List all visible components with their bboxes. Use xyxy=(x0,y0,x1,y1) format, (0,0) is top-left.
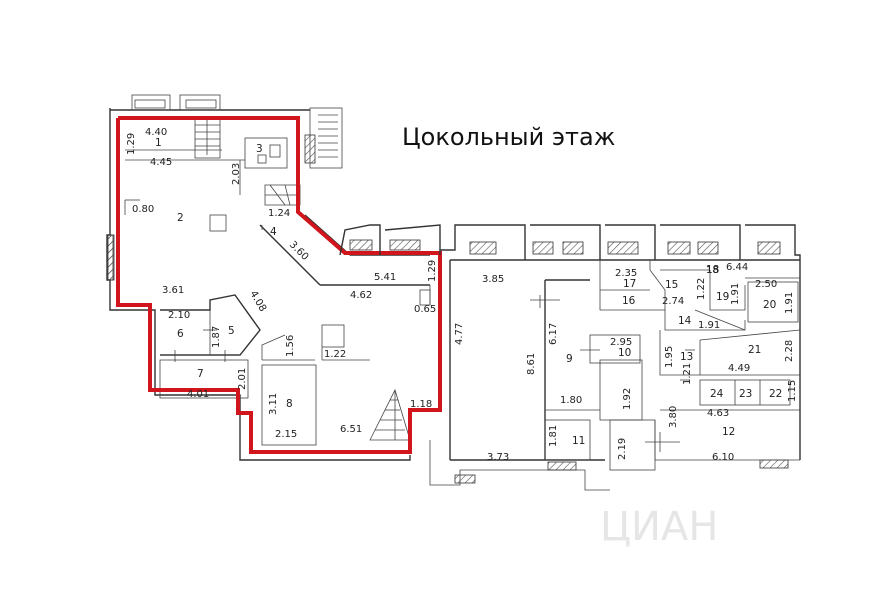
room-label: 2 xyxy=(177,212,184,224)
room-label: 24 xyxy=(710,388,724,400)
room-label: 20 xyxy=(763,299,776,311)
dimension-label: 3.73 xyxy=(487,452,509,463)
room-label: 19 xyxy=(716,291,729,303)
room-label: 13 xyxy=(680,351,693,363)
dimension-label: 1.81 xyxy=(548,425,559,447)
highlighted-unit-outline xyxy=(116,116,442,454)
dimension-label: 1.87 xyxy=(211,326,222,348)
dimension-labels: 4.40 1.29 4.45 2.03 0.80 1.24 3.60 5.41 … xyxy=(126,127,798,463)
dimension-label: 18 xyxy=(706,265,719,276)
room-label: 9 xyxy=(566,353,573,365)
dimension-label: 2.35 xyxy=(615,268,637,279)
dimension-label: 1.80 xyxy=(560,395,582,406)
dimension-label: 1.91 xyxy=(698,320,720,331)
dimension-label: 1.22 xyxy=(324,349,346,360)
dimension-label: 4.63 xyxy=(707,408,729,419)
dimension-label: 2.01 xyxy=(237,368,248,390)
dimension-label: 1.91 xyxy=(784,292,795,314)
dimension-label: 4.62 xyxy=(350,290,372,301)
dimension-label: 6.10 xyxy=(712,452,734,463)
dimension-label: 1.29 xyxy=(126,133,137,155)
dimension-label: 4.40 xyxy=(145,127,167,138)
right-block-walls xyxy=(107,224,801,491)
dimension-label: 6.44 xyxy=(726,262,748,273)
room-label: 10 xyxy=(618,347,631,359)
floor-title: Цокольный этаж xyxy=(402,123,615,151)
watermark: ЦИАН xyxy=(600,504,718,550)
dimension-label: 4.08 xyxy=(247,289,268,314)
dimension-label: 3.60 xyxy=(287,239,311,263)
room-label: 1 xyxy=(155,137,162,149)
dimension-label: 1.29 xyxy=(427,260,438,282)
room-label: 6 xyxy=(177,328,184,340)
dimension-label: 1.91 xyxy=(730,283,741,305)
dimension-label: 1.56 xyxy=(285,335,296,357)
dimension-label: 4.49 xyxy=(728,363,750,374)
dimension-label: 8.61 xyxy=(526,353,537,375)
dimension-label: 1.15 xyxy=(787,380,798,402)
dimension-label: 4.77 xyxy=(454,323,465,345)
dimension-label: 4.45 xyxy=(150,157,172,168)
dimension-label: 3.85 xyxy=(482,274,504,285)
room-label: 12 xyxy=(722,426,735,438)
room-label: 5 xyxy=(228,325,235,337)
dimension-label: 2.15 xyxy=(275,429,297,440)
room-label: 4 xyxy=(270,226,277,238)
dimension-label: 3.11 xyxy=(268,393,279,415)
dimension-label: 2.19 xyxy=(617,438,628,460)
room-label: 21 xyxy=(748,344,761,356)
dimension-label: 6.51 xyxy=(340,424,362,435)
dimension-label: 0.80 xyxy=(132,204,154,215)
dimension-label: 3.80 xyxy=(668,406,679,428)
dimension-label: 6.17 xyxy=(548,323,559,345)
room-label: 22 xyxy=(769,388,782,400)
dimension-label: 1.18 xyxy=(410,399,432,410)
room-label: 3 xyxy=(256,143,263,155)
dimension-label: 4.01 xyxy=(187,389,209,400)
dimension-label: 3.61 xyxy=(162,285,184,296)
room-label: 15 xyxy=(665,279,678,291)
dimension-label: 2.03 xyxy=(231,163,242,185)
dimension-label: 2.74 xyxy=(662,296,684,307)
room-label: 14 xyxy=(678,315,692,327)
room-label: 7 xyxy=(197,368,204,380)
room-label: 18 xyxy=(706,264,719,276)
dimension-label: 1.92 xyxy=(622,388,633,410)
dimension-label: 1.24 xyxy=(268,208,290,219)
room-label: 17 xyxy=(623,278,636,290)
dimension-label: 5.41 xyxy=(374,272,396,283)
dimension-label: 1.22 xyxy=(696,278,707,300)
dimension-label: 2.95 xyxy=(610,337,632,348)
room-numbers: 1 2 3 4 5 6 7 8 9 10 11 12 13 14 15 16 1… xyxy=(155,137,782,447)
dimension-label: 1.21 xyxy=(682,363,693,385)
dimension-label: 2.10 xyxy=(168,310,190,321)
room-label: 23 xyxy=(739,388,752,400)
room-label: 11 xyxy=(572,435,585,447)
dimension-label: 1.95 xyxy=(664,346,675,368)
dimension-label: 2.50 xyxy=(755,279,777,290)
left-block-walls xyxy=(106,94,431,461)
dimension-label: 2.28 xyxy=(784,340,795,362)
dimension-label: 0.65 xyxy=(414,304,436,315)
room-label: 8 xyxy=(286,398,293,410)
room-label: 16 xyxy=(622,295,636,307)
